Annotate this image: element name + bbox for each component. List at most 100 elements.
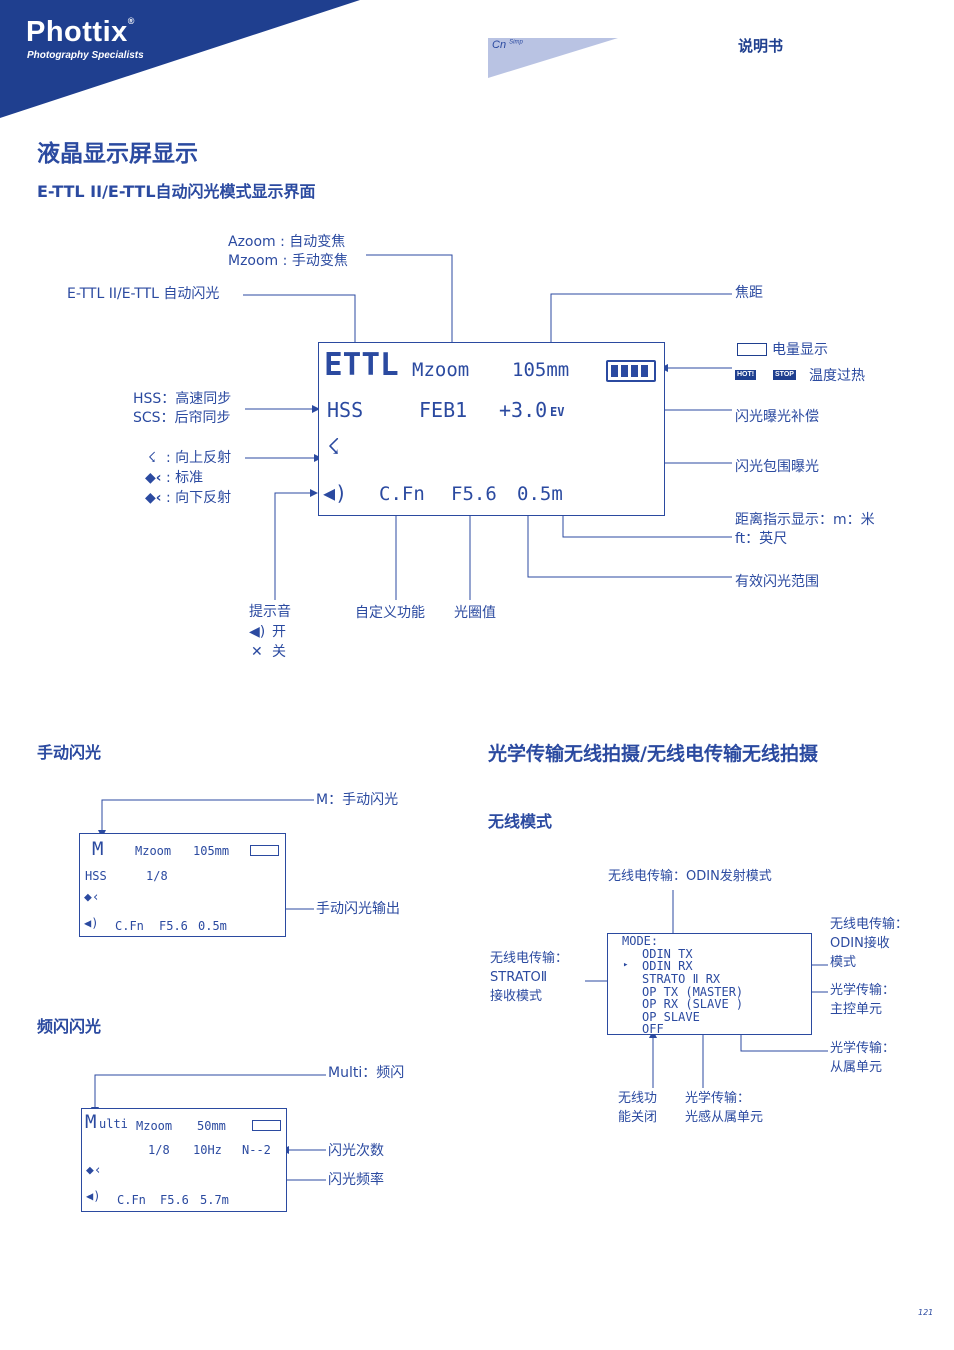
page-number: 121 bbox=[918, 1308, 934, 1317]
manual-lcd-hss: HSS bbox=[85, 869, 107, 883]
menu-op-tx: OP TX (MASTER) bbox=[642, 985, 744, 999]
multi-label-mode: Multi：频闪 bbox=[328, 1065, 405, 1081]
ettl-lcd-screen: ETTL Mzoom 105mm HSS FEB1 +3.0 EV ☇ ◀) C… bbox=[318, 342, 665, 516]
label-focal: 焦距 bbox=[735, 285, 763, 301]
multi-battery-icon bbox=[252, 1120, 281, 1131]
manual-lcd-aperture: F5.6 bbox=[159, 919, 188, 933]
section-title: 液晶显示屏显示 bbox=[37, 141, 198, 167]
label-bounce-up: : 向上反射 bbox=[166, 450, 232, 466]
lcd-cfn: C.Fn bbox=[379, 483, 425, 505]
multi-lcd-mode-small: ulti bbox=[99, 1117, 128, 1131]
manual-title: 手动闪光 bbox=[37, 743, 102, 762]
wireless-title: 光学传输无线拍摄/无线电传输无线拍摄 bbox=[488, 743, 818, 765]
multi-flash-icon: ◆‹ bbox=[86, 1163, 102, 1178]
menu-odin-tx: ODIN TX bbox=[642, 947, 693, 961]
multi-lcd-mode-big: M bbox=[85, 1111, 97, 1133]
manual-lcd-cfn: C.Fn bbox=[115, 919, 144, 933]
multi-speaker-icon: ◀) bbox=[86, 1189, 101, 1203]
wireless-subtitle: 无线模式 bbox=[488, 812, 553, 831]
lcd-ev: +3.0 bbox=[499, 398, 548, 422]
label-ev-comp: 闪光曝光补偿 bbox=[735, 409, 819, 425]
label-bounce-std: : 标准 bbox=[166, 470, 204, 486]
multi-title: 频闪闪光 bbox=[37, 1017, 102, 1036]
bounce-std-icon: ◆‹ bbox=[145, 470, 162, 486]
label-op-sensor: 光学传输： 光感从属单元 bbox=[685, 1091, 764, 1125]
multi-lcd-focal: 50mm bbox=[197, 1119, 226, 1133]
manual-label-output: 手动闪光输出 bbox=[316, 901, 400, 917]
language-tag: Cn Simp bbox=[492, 39, 523, 51]
manual-lcd-zoom: Mzoom bbox=[135, 844, 172, 858]
multi-lcd-aperture: F5.6 bbox=[160, 1193, 189, 1207]
manual-speaker-icon: ◀) bbox=[84, 916, 99, 930]
section-subtitle: E-TTL II/E-TTL自动闪光模式显示界面 bbox=[37, 182, 316, 201]
multi-label-count: 闪光次数 bbox=[328, 1143, 384, 1159]
label-off: 无线功 能关闭 bbox=[618, 1091, 658, 1125]
lcd-distance: 0.5m bbox=[517, 483, 563, 505]
menu-mode: MODE: bbox=[622, 934, 659, 948]
lcd-aperture: F5.6 bbox=[451, 483, 497, 505]
label-aperture: 光圈值 bbox=[454, 605, 496, 621]
manual-battery-icon bbox=[250, 845, 279, 856]
label-odin-rx: 无线电传输： ODIN接收 模式 bbox=[830, 917, 909, 970]
multi-label-freq: 闪光频率 bbox=[328, 1172, 384, 1188]
multi-lcd-freq: 10Hz bbox=[193, 1143, 222, 1157]
label-distance-ft: ft：英尺 bbox=[735, 531, 788, 547]
menu-odin-rx: ODIN RX bbox=[642, 959, 693, 973]
label-azoom: Azoom : 自动变焦 bbox=[228, 234, 346, 250]
manual-lcd-screen: M Mzoom 105mm HSS 1/8 ◆‹ ◀) C.Fn F5.6 0.… bbox=[79, 833, 286, 937]
label-range: 有效闪光范围 bbox=[735, 574, 819, 590]
label-scs: SCS：后帘同步 bbox=[133, 410, 231, 426]
lcd-zoom: Mzoom bbox=[412, 359, 470, 381]
label-cfn: 自定义功能 bbox=[355, 605, 425, 621]
wireless-lcd-screen: MODE: ODIN TX ▸ ODIN RX STRATO Ⅱ RX OP T… bbox=[607, 933, 812, 1035]
menu-strato-rx: STRATO Ⅱ RX bbox=[642, 972, 721, 986]
menu-op-slave: OP SLAVE bbox=[642, 1010, 700, 1024]
menu-off: OFF bbox=[642, 1022, 664, 1036]
multi-lcd-output: 1/8 bbox=[148, 1143, 170, 1157]
manual-flash-icon: ◆‹ bbox=[84, 890, 100, 905]
label-op-master: 光学传输： 主控单元 bbox=[830, 983, 896, 1017]
label-mzoom: Mzoom : 手动变焦 bbox=[228, 253, 348, 269]
brand-tagline: Photography Specialists bbox=[27, 50, 144, 61]
lcd-ev-unit: EV bbox=[550, 405, 565, 419]
lcd-feb: FEB1 bbox=[419, 398, 468, 422]
label-beep-on: 开 bbox=[272, 624, 286, 640]
label-bounce-down: : 向下反射 bbox=[166, 490, 232, 506]
label-beep: 提示音 bbox=[249, 604, 291, 620]
label-odin-tx: 无线电传输：ODIN发射模式 bbox=[608, 869, 772, 884]
manual-label-mode: M：手动闪光 bbox=[316, 792, 399, 808]
multi-lcd-count: N--2 bbox=[242, 1143, 271, 1157]
bounce-down-icon: ◆‹ bbox=[145, 490, 162, 506]
label-distance-m: 距离指示显示：m：米 bbox=[735, 512, 875, 528]
manual-lcd-focal: 105mm bbox=[193, 844, 230, 858]
stop-badge: STOP bbox=[773, 370, 796, 380]
multi-lcd-zoom: Mzoom bbox=[136, 1119, 173, 1133]
lcd-hss: HSS bbox=[327, 398, 364, 422]
label-op-slave: 光学传输： 从属单元 bbox=[830, 1041, 896, 1075]
battery-legend-icon bbox=[737, 343, 767, 356]
battery-icon bbox=[606, 360, 656, 382]
multi-lcd-screen: M ulti Mzoom 50mm 1/8 10Hz N--2 ◆‹ ◀) C.… bbox=[81, 1108, 287, 1212]
manual-lcd-output: 1/8 bbox=[146, 869, 168, 883]
multi-lcd-distance: 5.7m bbox=[200, 1193, 229, 1207]
flash-head-icon: ☇ bbox=[327, 435, 341, 460]
brand-logo: Phottix® bbox=[26, 16, 135, 48]
label-overheat: 温度过热 bbox=[809, 368, 865, 384]
beep-off-icon: ✕ bbox=[251, 644, 263, 660]
doc-title: 说明书 bbox=[738, 37, 784, 55]
header-band bbox=[0, 0, 618, 118]
menu-op-rx: OP RX (SLAVE ) bbox=[642, 997, 744, 1011]
label-strato: 无线电传输： STRATOⅡ 接收模式 bbox=[490, 951, 569, 1004]
hot-badge: HOT! bbox=[735, 370, 757, 380]
lcd-mode: ETTL bbox=[324, 347, 399, 383]
lcd-focal: 105mm bbox=[512, 359, 570, 381]
menu-cursor-icon: ▸ bbox=[623, 960, 629, 970]
bounce-up-icon: ☇ bbox=[148, 450, 157, 466]
label-ettl: E-TTL II/E-TTL 自动闪光 bbox=[67, 286, 220, 302]
manual-lcd-mode: M bbox=[92, 838, 104, 860]
label-battery: 电量显示 bbox=[772, 342, 828, 358]
label-feb: 闪光包围曝光 bbox=[735, 459, 819, 475]
multi-lcd-cfn: C.Fn bbox=[117, 1193, 146, 1207]
beep-on-icon: ◀) bbox=[249, 624, 266, 640]
label-hss: HSS：高速同步 bbox=[133, 391, 232, 407]
